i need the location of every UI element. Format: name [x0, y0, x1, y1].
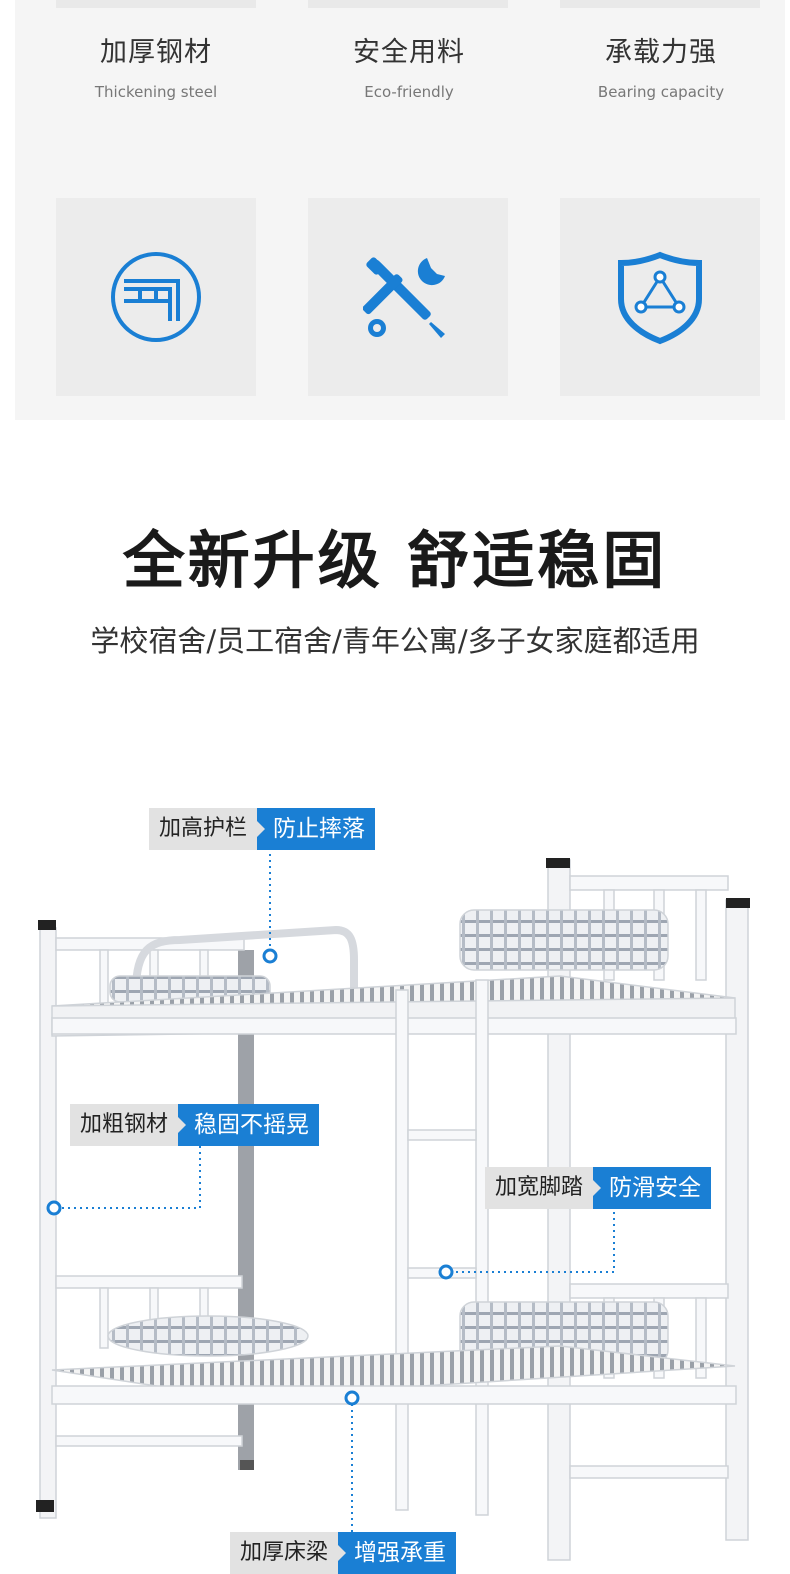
callout-steel: 加粗钢材 稳固不摇晃 [70, 1104, 320, 1146]
steel-frame-icon [111, 252, 201, 342]
top-strip [560, 0, 760, 8]
page-title: 全新升级 舒适稳固 [122, 524, 668, 597]
wrench-screwdriver-icon [363, 257, 445, 338]
feature-subtitle: Bearing capacity [597, 83, 725, 101]
callout-feature: 加高护栏 [149, 808, 258, 850]
callout-benefit: 增强承重 [338, 1532, 457, 1574]
callout-feature: 加厚床梁 [230, 1532, 339, 1574]
steel-frame-icon-box [56, 198, 256, 396]
callout-benefit: 稳固不摇晃 [178, 1104, 320, 1146]
feature-title: 安全用料 [353, 37, 465, 68]
callout-bed-beam: 加厚床梁 增强承重 [230, 1532, 457, 1574]
feature-subtitle: Thickening steel [94, 83, 218, 101]
shield-triangle-icon [618, 251, 702, 345]
tools-icon-box [308, 198, 508, 396]
callout-benefit: 防滑安全 [593, 1167, 712, 1209]
callout-ladder: 加宽脚踏 防滑安全 [485, 1167, 712, 1209]
bunk-bed-illustration [36, 830, 750, 1561]
shield-icon-box [560, 198, 760, 396]
feature-thickening-steel: 加厚钢材 Thickening steel [46, 30, 266, 101]
page-subtitle: 学校宿舍/员工宿舍/青年公寓/多子女家庭都适用 [90, 624, 700, 658]
feature-title: 加厚钢材 [100, 37, 212, 68]
callout-feature: 加粗钢材 [70, 1104, 179, 1146]
callout-benefit: 防止摔落 [257, 808, 376, 850]
feature-bearing-capacity: 承载力强 Bearing capacity [551, 30, 771, 101]
feature-eco-friendly: 安全用料 Eco-friendly [299, 30, 519, 101]
callout-guardrail: 加高护栏 防止摔落 [149, 808, 376, 850]
top-strip [56, 0, 256, 8]
feature-title: 承载力强 [605, 37, 717, 68]
top-strip [308, 0, 508, 8]
feature-subtitle: Eco-friendly [364, 83, 454, 101]
callout-feature: 加宽脚踏 [485, 1167, 594, 1209]
